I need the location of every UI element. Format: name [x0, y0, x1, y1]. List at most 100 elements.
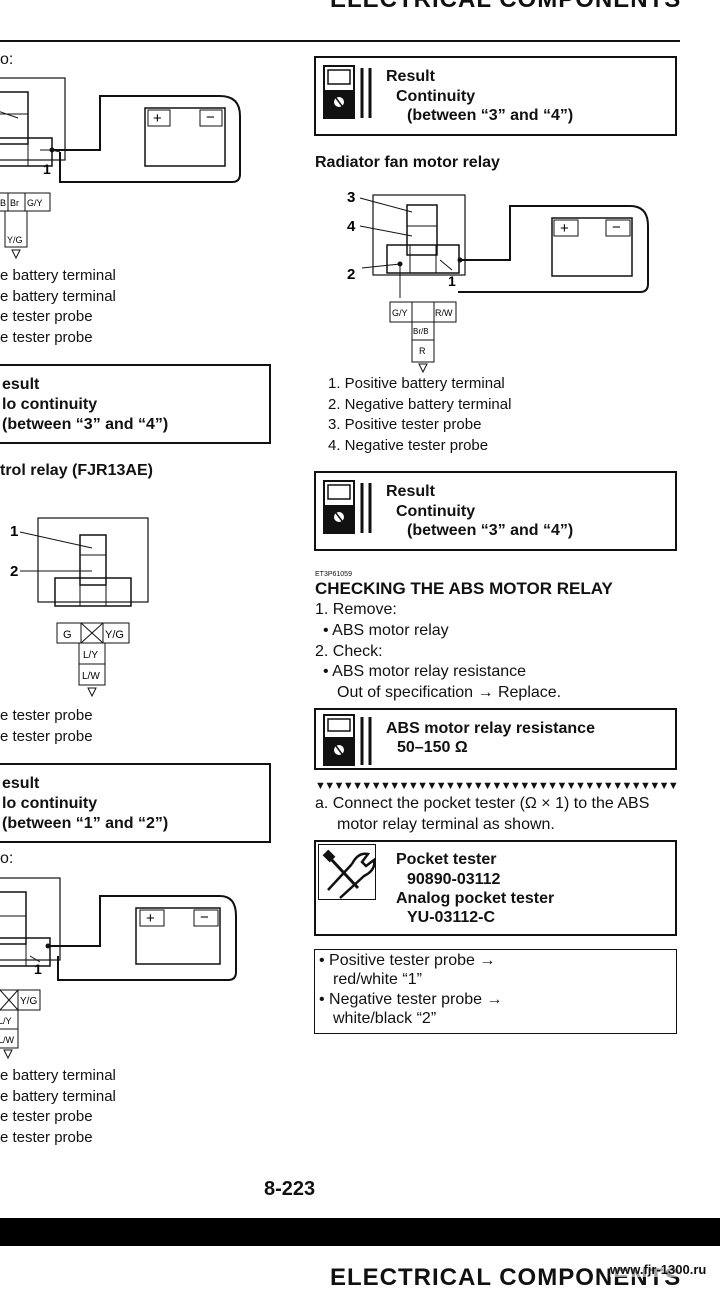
step-a-line2: motor relay terminal as shown.	[337, 816, 555, 833]
conn1-yg: Y/G	[7, 235, 23, 245]
fan-label-1: 1	[448, 273, 456, 289]
left-legend-1: e battery terminal e battery terminal e …	[0, 266, 116, 348]
conn2-ly: L/Y	[83, 650, 98, 661]
page-separator-bar	[0, 1218, 720, 1246]
legend3-item-4: e tester probe	[0, 1128, 93, 1146]
tool-line3: Analog pocket tester	[396, 890, 555, 907]
fan-conn-r: R	[419, 346, 426, 356]
multimeter-icon	[323, 714, 372, 766]
left-legend-2: e tester probe e tester probe	[0, 706, 93, 747]
fan-legend-3: 3. Positive tester probe	[328, 416, 482, 433]
step-a: a. Connect the pocket tester (Ω × 1) to …	[315, 793, 649, 835]
fan-conn-gy: G/Y	[392, 308, 408, 318]
relay-diagram-1: + − 1 B Br G/Y Y/G	[0, 77, 241, 260]
multimeter-icon	[323, 480, 372, 534]
step-1: 1. Remove:	[315, 601, 397, 618]
conn3-lw: L/W	[0, 1035, 15, 1045]
svg-text:−: −	[200, 909, 209, 926]
conn1-b: B	[0, 198, 6, 208]
note-text: • Positive tester probe → red/white “1” …	[319, 951, 502, 1028]
legend3-item-2: e battery terminal	[0, 1087, 116, 1105]
left-clipped-heading-1: o:	[0, 51, 14, 68]
conn2-g: G	[63, 629, 72, 641]
fan-conn-brb: Br/B	[413, 327, 429, 336]
step-a-line1: a. Connect the pocket tester (Ω × 1) to …	[315, 795, 650, 812]
wrench-screwdriver-icon	[318, 844, 376, 900]
header-title-top: ELECTRICAL COMPONENTS	[330, 0, 681, 14]
fan-relay-title: Radiator fan motor relay	[315, 154, 500, 171]
legend2-item-1: e tester probe	[0, 707, 93, 724]
step-2: 2. Check:	[315, 642, 383, 660]
header-rule	[0, 40, 680, 42]
conn2-yg: Y/G	[105, 629, 124, 641]
tool-line4: YU-03112-C	[407, 909, 496, 926]
fan-legend: 1. Positive battery terminal 2. Negative…	[328, 374, 511, 456]
fan-legend-2: 2. Negative battery terminal	[328, 395, 512, 413]
legend1-item-3: e tester probe	[0, 308, 93, 325]
spec-box: ABS motor relay resistance 50–150 Ω	[314, 708, 677, 770]
fan-legend-1: 1. Positive battery terminal	[328, 375, 505, 392]
result2-title: esult	[2, 775, 40, 792]
legend2-item-2: e tester probe	[0, 727, 93, 745]
left-clipped-heading-3: o:	[0, 850, 14, 867]
diag2-label-2: 2	[10, 563, 18, 580]
watermark: www.fjr-1300.ru	[610, 1262, 707, 1277]
result2-line3: (between “1” and “2”)	[2, 815, 169, 832]
result-box-left-2: esult lo continuity (between “1” and “2”…	[0, 763, 271, 843]
note-line4: white/black “2”	[333, 1009, 437, 1027]
svg-text:+: +	[146, 910, 155, 927]
result-box-left-1: esult lo continuity (between “3” and “4”…	[0, 364, 271, 444]
result1-line2: lo continuity	[2, 396, 98, 413]
conn3-ly: L/Y	[0, 1016, 12, 1026]
section-title-left: trol relay (FJR13AE)	[0, 462, 153, 479]
left-legend-3: e battery terminal e battery terminal e …	[0, 1066, 116, 1148]
conn1-gy: G/Y	[27, 198, 43, 208]
fan-conn-rw: R/W	[435, 308, 453, 318]
section-code: ET3P61059	[315, 571, 352, 578]
fan-label-3: 3	[347, 189, 355, 206]
result-mid-line2: Continuity	[396, 503, 476, 520]
note-box: • Positive tester probe → red/white “1” …	[314, 949, 677, 1034]
note-line2: red/white “1”	[333, 971, 422, 989]
spec-title: ABS motor relay resistance	[386, 720, 595, 737]
result1-title: esult	[2, 376, 40, 393]
result1-line3: (between “3” and “4”)	[2, 416, 169, 433]
spec-value: 50–150 Ω	[397, 739, 468, 756]
step-1-item: • ABS motor relay	[323, 621, 449, 639]
tool-line2: 90890-03112	[407, 871, 501, 888]
conn1-br: Br	[10, 198, 19, 208]
result2-line2: lo continuity	[2, 795, 98, 812]
diag2-label-1: 1	[10, 523, 18, 540]
diag3-label-1: 1	[34, 961, 42, 977]
svg-text:+: +	[560, 220, 569, 237]
relay-diagram-3: + − 1 Y/G L/Y L/W	[0, 877, 237, 1060]
multimeter-icon	[323, 65, 372, 119]
note-line1: • Positive tester probe →	[319, 952, 496, 969]
result-box-right-1: Result Continuity (between “3” and “4”)	[314, 56, 677, 136]
result-top-title: Result	[386, 68, 435, 85]
legend1-item-4: e tester probe	[0, 328, 93, 346]
legend3-item-3: e tester probe	[0, 1108, 93, 1125]
fan-label-4: 4	[347, 218, 356, 235]
svg-text:+: +	[153, 110, 162, 127]
abs-section-title: CHECKING THE ABS MOTOR RELAY	[315, 579, 613, 598]
fan-relay-diagram: 3 4 2 1 + − G/Y R/W Br/B R	[347, 189, 649, 374]
result-top-line3: (between “3” and “4”)	[407, 107, 574, 124]
fan-legend-4: 4. Negative tester probe	[328, 436, 489, 454]
result-mid-line3: (between “3” and “4”)	[407, 522, 574, 539]
tool-line1: Pocket tester	[396, 851, 497, 868]
diag1-label-1: 1	[43, 161, 51, 177]
result-box-right-2: Result Continuity (between “3” and “4”)	[314, 471, 677, 551]
result-top-line2: Continuity	[396, 88, 476, 105]
page-number: 8-223	[264, 1178, 316, 1200]
legend1-item-2: e battery terminal	[0, 287, 116, 305]
fan-label-2: 2	[347, 266, 355, 283]
relay-diagram-2: 1 2 G Y/G L/Y L/W	[10, 517, 149, 698]
legend3-item-1: e battery terminal	[0, 1067, 116, 1084]
abs-steps: 1. Remove: • ABS motor relay 2. Check: •…	[315, 600, 561, 704]
legend1-item-1: e battery terminal	[0, 267, 116, 284]
step-2-note: Out of specification → Replace.	[337, 684, 562, 702]
conn2-lw: L/W	[82, 671, 100, 682]
conn3-yg: Y/G	[20, 996, 37, 1007]
tool-box: Pocket tester 90890-03112 Analog pocket …	[314, 840, 677, 936]
